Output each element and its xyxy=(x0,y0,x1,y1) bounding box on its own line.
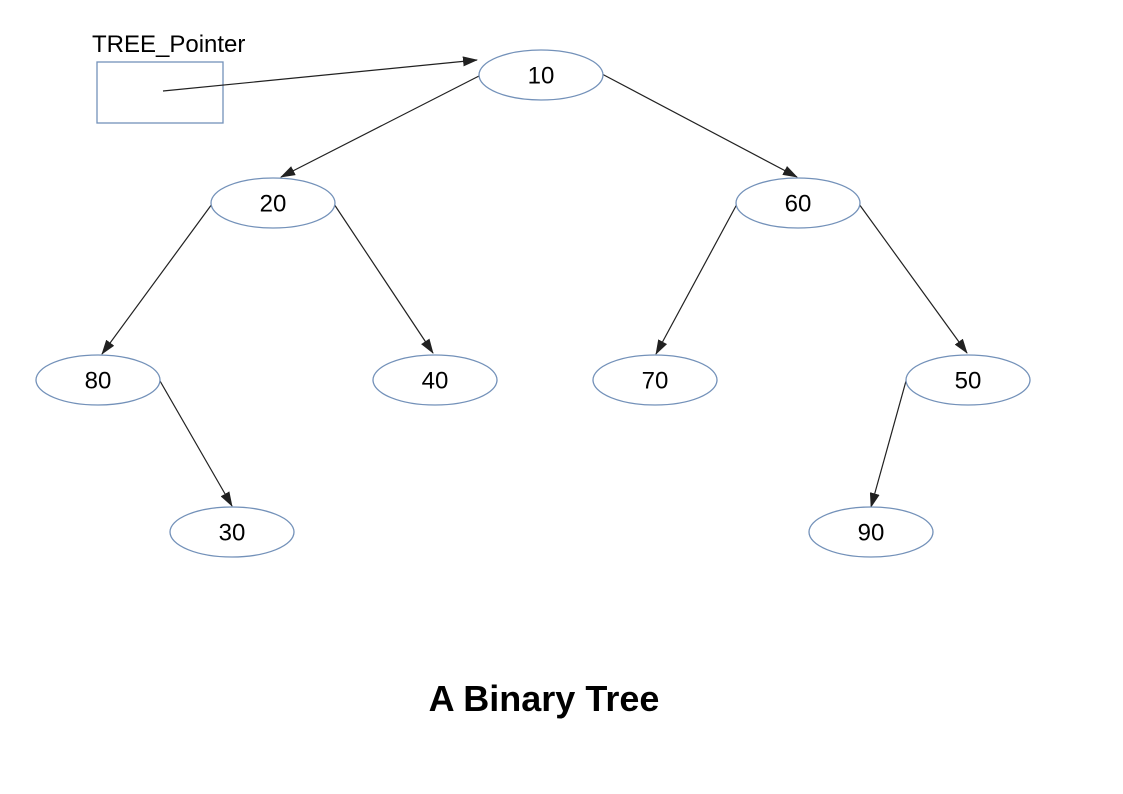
tree-node-40: 40 xyxy=(372,354,498,406)
node-label: 60 xyxy=(785,190,812,217)
edge-60-to-50 xyxy=(858,203,968,354)
tree-pointer-box xyxy=(96,61,224,124)
edge-60-to-70 xyxy=(655,203,738,355)
tree-node-90: 90 xyxy=(808,506,934,558)
tree-node-50: 50 xyxy=(905,354,1031,406)
node-ellipse xyxy=(735,177,861,229)
node-ellipse xyxy=(210,177,336,229)
node-label: 30 xyxy=(219,519,246,546)
node-ellipse xyxy=(35,354,161,406)
tree-node-60: 60 xyxy=(735,177,861,229)
node-ellipse xyxy=(169,506,295,558)
tree-node-10: 10 xyxy=(478,49,604,101)
node-ellipse xyxy=(478,49,604,101)
node-ellipse xyxy=(372,354,498,406)
node-label: 50 xyxy=(955,367,982,394)
node-ellipse xyxy=(905,354,1031,406)
tree-node-20: 20 xyxy=(210,177,336,229)
node-label: 80 xyxy=(85,367,112,394)
diagram-title: A Binary Tree xyxy=(428,678,660,719)
node-ellipse xyxy=(592,354,718,406)
node-label: 10 xyxy=(528,62,555,89)
edge-20-to-40 xyxy=(333,203,434,354)
node-ellipse xyxy=(808,506,934,558)
node-label: 90 xyxy=(858,519,885,546)
edge-20-to-80 xyxy=(101,203,213,355)
tree-node-80: 80 xyxy=(35,354,161,406)
edge-10-to-60 xyxy=(601,73,798,178)
node-label: 20 xyxy=(260,190,287,217)
tree-node-30: 30 xyxy=(169,506,295,558)
edge-80-to-30 xyxy=(159,380,233,507)
node-label: 70 xyxy=(642,367,669,394)
tree-pointer-label: TREE_Pointer xyxy=(92,31,246,58)
edge-10-to-20 xyxy=(280,75,480,178)
edge-pointer-to-10 xyxy=(162,56,478,92)
node-label: 40 xyxy=(422,367,449,394)
edge-50-to-90 xyxy=(869,380,907,508)
tree-node-70: 70 xyxy=(592,354,718,406)
